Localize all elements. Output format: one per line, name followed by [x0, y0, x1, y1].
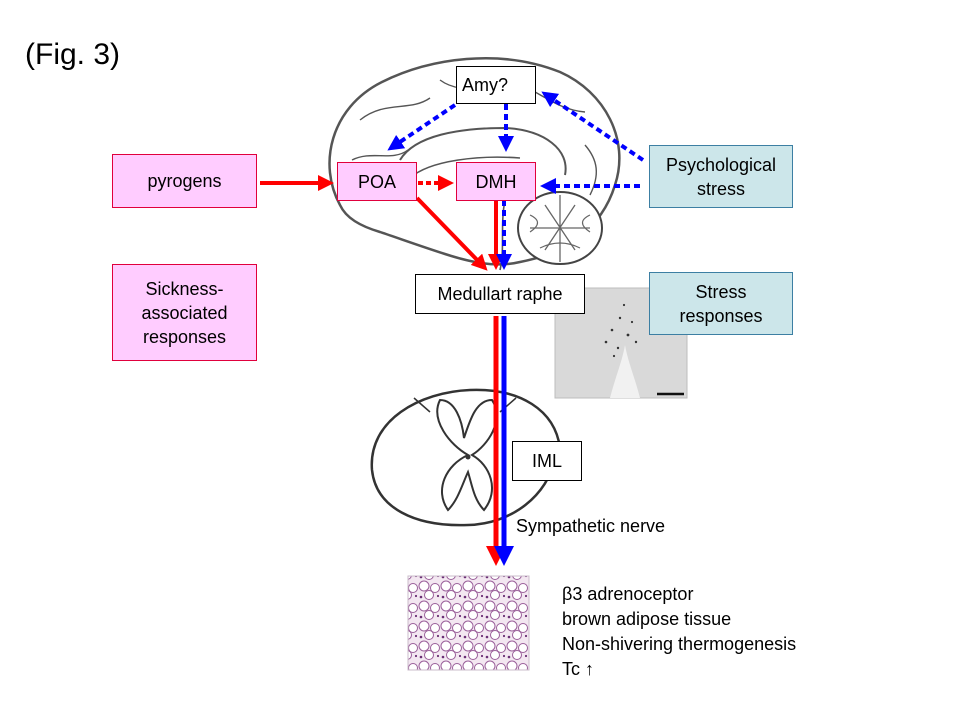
iml-box: IML — [512, 441, 582, 481]
iml-label: IML — [531, 451, 562, 471]
sympathetic-nerve-label: Sympathetic nerve — [516, 516, 666, 536]
amy-to-poa-arrow — [387, 103, 457, 151]
sickness-responses-label: Sickness-associated responses — [141, 278, 228, 347]
fever-pathway — [260, 175, 506, 566]
effector-caption: β3 adrenoceptor brown adipose tissue Non… — [562, 582, 796, 682]
pyrogens-box: pyrogens — [112, 154, 257, 208]
spinal-cord-illustration — [370, 388, 562, 527]
dmh-label: DMH — [475, 171, 517, 192]
caption-line-receptor: β3 adrenoceptor — [562, 584, 694, 604]
stress-to-amy-arrow — [541, 91, 645, 162]
psychological-stress-label: Psychological stress — [665, 154, 777, 199]
poa-to-raphe-arrow — [415, 196, 488, 271]
poa-box: POA — [337, 162, 417, 201]
medullary-raphe-box: Medullart raphe — [415, 274, 585, 314]
sickness-responses-box: Sickness-associated responses — [112, 264, 257, 361]
caption-line-tissue: brown adipose tissue — [562, 609, 732, 629]
stress-responses-box: Stress responses — [649, 272, 793, 335]
caption-line-tc: Tc ↑ — [562, 659, 595, 679]
caption-line-thermogenesis: Non-shivering thermogenesis — [562, 634, 797, 654]
figure-label: (Fig. 3) — [25, 38, 121, 71]
stress-responses-label: Stress responses — [679, 281, 763, 326]
dmh-box: DMH — [456, 162, 536, 201]
amy-label: Amy? — [462, 75, 509, 95]
cerebellum-illustration — [517, 191, 603, 265]
brown-adipose-tissue-image — [407, 575, 530, 671]
psychological-stress-box: Psychological stress — [649, 145, 793, 208]
poa-label: POA — [357, 171, 396, 192]
amy-box: Amy? — [456, 66, 536, 104]
pyrogens-label: pyrogens — [147, 171, 222, 191]
stress-pathway — [387, 91, 645, 566]
medullary-raphe-label: Medullart raphe — [437, 284, 563, 304]
